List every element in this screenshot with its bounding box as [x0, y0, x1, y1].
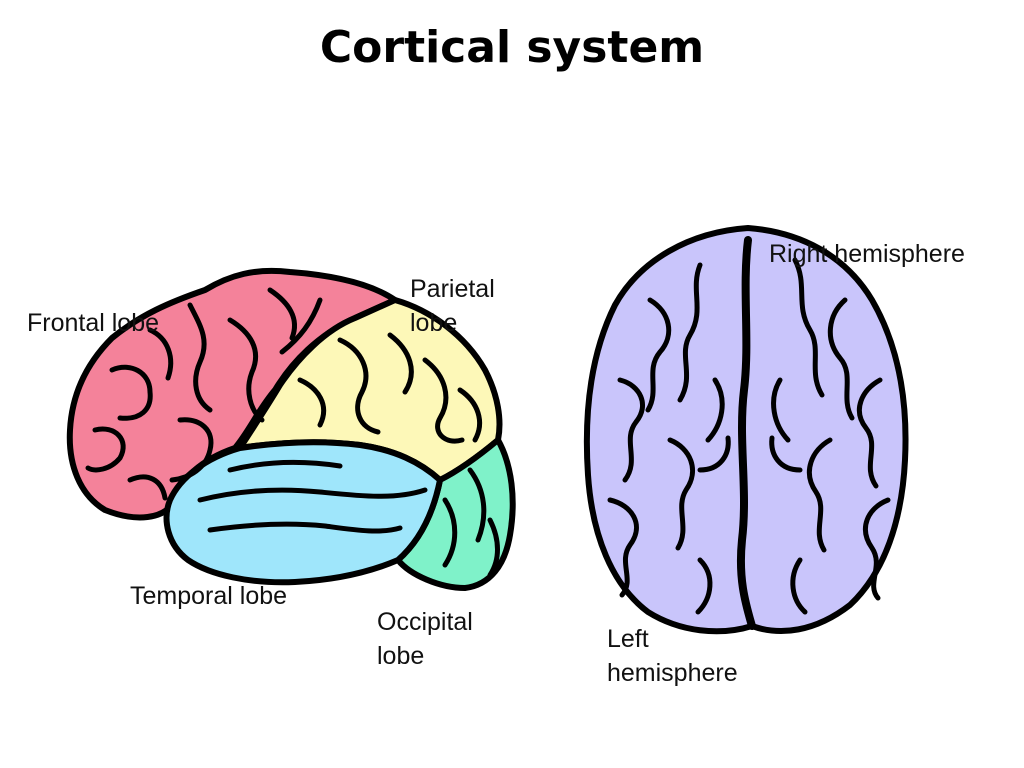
longitudinal-fissure: [736, 236, 756, 630]
side-view-brain: [66, 267, 516, 591]
parietal-lobe-label: Parietal lobe: [410, 275, 495, 337]
frontal-lobe-label: Frontal lobe: [27, 309, 160, 337]
right-hemisphere-label: Right hemisphere: [769, 240, 965, 268]
occipital-lobe-region: [395, 437, 516, 591]
temporal-lobe-label: Temporal lobe: [130, 582, 288, 610]
top-view-brain: [583, 225, 909, 635]
occipital-lobe-label: Occipital lobe: [377, 608, 473, 670]
left-hemisphere-label: Left hemisphere: [607, 625, 738, 687]
page-title: Cortical system: [319, 22, 705, 73]
temporal-lobe-region: [163, 439, 443, 586]
